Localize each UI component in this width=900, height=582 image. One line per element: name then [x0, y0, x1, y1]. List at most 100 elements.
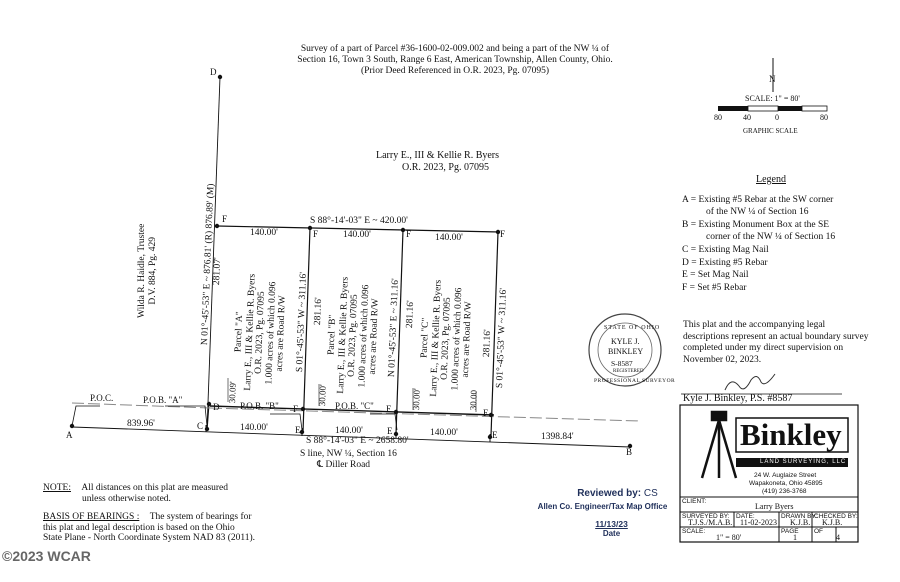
title-line-3: (Prior Deed Referenced in O.R. 2023, Pg.… — [360, 66, 550, 76]
basis-text: The system of bearings for — [149, 512, 252, 522]
basis-text-2: this plat and legal description is based… — [43, 522, 235, 533]
section-line-dashed — [209, 407, 641, 422]
surveyor-signature: Kyle J. Binkley, P.S. #8587 — [683, 393, 793, 404]
north-boundary-line — [216, 225, 501, 233]
date-value: 11-02-2023 — [740, 518, 778, 527]
parcel-b-block: Parcel "B" Larry E., III & Kellie R. Bye… — [325, 276, 382, 395]
scale-label-tb: SCALE: — [682, 528, 706, 535]
scale-caption: GRAPHIC SCALE — [743, 127, 798, 135]
surveyed-value: T.J.S./M.A.B. — [688, 518, 733, 527]
parcel-line-b — [302, 227, 311, 433]
line-b-dist: 281.16' — [313, 297, 325, 326]
scale-tick-0: 0 — [775, 113, 779, 122]
point-f-label: F — [222, 214, 228, 224]
point-f-label-5: F — [293, 404, 299, 414]
company-address-1: 24 W. Auglaize Street — [754, 472, 817, 479]
scale-value-tb: 1" = 80' — [716, 533, 742, 542]
legend-item: B = Existing Monument Box at the SE — [682, 219, 830, 230]
point-d-label-2: D — [213, 402, 220, 412]
legend-item: E = Set Mag Nail — [682, 270, 749, 281]
point-a-marker — [69, 423, 75, 429]
dist-top-a: 140.00' — [250, 228, 278, 238]
company-address-2: Wapakoneta, Ohio 45895 — [749, 480, 823, 487]
dist-bottom-b: 140.00' — [335, 426, 363, 436]
pob-c-label: P.O.B. "C" — [335, 401, 374, 411]
graphic-scale-bar — [718, 105, 828, 112]
note-label: NOTE: — [43, 483, 71, 493]
note-text-2: unless otherwise noted. — [82, 493, 171, 504]
seal-registered: REGISTERED — [613, 369, 644, 374]
title-line-1: Survey of a part of Parcel #36-1600-02-0… — [300, 44, 610, 54]
point-f-label-7: F — [483, 408, 489, 418]
point-f-label-6: F — [386, 404, 392, 414]
owner-ref: O.R. 2023, Pg. 07095 — [402, 162, 489, 173]
review-date: 11/13/23 — [595, 519, 628, 529]
dist-1398: 1398.84' — [541, 432, 574, 442]
checked-value: K.J.B. — [822, 518, 843, 527]
client-label: CLIENT: — [682, 498, 707, 505]
scale-tick-40: 40 — [743, 113, 751, 122]
point-a-label: A — [66, 430, 73, 440]
legend-item: D = Existing #5 Rebar — [682, 257, 768, 268]
review-stamp: Reviewed by: CS Allen Co. Engineer/Tax M… — [515, 488, 690, 538]
dist-839: 839.96' — [127, 419, 155, 429]
notes-block: NOTE: All distances on this plat are mea… — [43, 483, 255, 544]
survey-tripod-icon — [700, 410, 738, 479]
road-right-of-way-line — [209, 405, 495, 416]
page-label: PAGE — [781, 528, 799, 535]
scale-label: SCALE: 1" = 80' — [745, 94, 800, 103]
point-c-marker — [204, 426, 210, 432]
west-boundary-line — [206, 76, 221, 431]
drawn-label: DRAWN BY: — [781, 513, 818, 520]
page-value: 1 — [793, 533, 797, 542]
point-f-label-2: F — [313, 229, 319, 239]
owner-name: Larry E., III & Kellie R. Byers — [376, 150, 500, 161]
company-phone: (419) 236-3768 — [762, 488, 807, 495]
basis-text-3: State Plane - North Coordinate System NA… — [43, 533, 256, 543]
legend-item: C = Existing Mag Nail — [682, 244, 769, 255]
seal-name-1: KYLE J. — [611, 337, 640, 346]
basis-label: BASIS OF BEARINGS : — [43, 512, 140, 522]
title-block-frame — [679, 404, 859, 543]
west-owner-block: Wilda R. Haidle, Trustee D.V. 884, Pg. 4… — [137, 224, 159, 318]
review-office: Allen Co. Engineer/Tax Map Office — [537, 502, 668, 511]
title-line-2: Section 16, Town 3 South, Range 6 East, … — [297, 55, 613, 65]
west-owner-ref: D.V. 884, Pg. 429 — [148, 237, 158, 305]
certification-statement: This plat and the accompanying legal des… — [683, 320, 869, 365]
owner-block: Larry E., III & Kellie R. Byers O.R. 202… — [376, 150, 499, 174]
signature-scribble — [724, 373, 776, 391]
legend-item: A = Existing #5 Rebar at the SW corner — [682, 194, 834, 205]
dist-top-c: 140.00' — [435, 233, 463, 243]
line-c-dist: 281.16' — [405, 300, 417, 329]
client-value: Larry Byers — [755, 502, 794, 511]
review-by: CS — [643, 488, 658, 499]
point-b-label: B — [626, 447, 633, 457]
company-name: Binkley — [740, 417, 842, 452]
company-sub: LAND SURVEYING, LLC — [760, 459, 847, 465]
dist-bottom-c: 140.00' — [430, 428, 458, 438]
surveyed-label: SURVEYED BY: — [682, 513, 730, 520]
parcel-line-c — [395, 229, 404, 435]
legend-item: corner of the NW ¼ of Section 16 — [706, 232, 836, 243]
point-e-label-3: E — [492, 430, 498, 440]
scale-tick-80: 80 — [714, 113, 722, 122]
seal-bottom-text: PROFESSIONAL SURVEYOR — [594, 378, 676, 384]
of-label: OF — [814, 528, 824, 535]
seal-name-2: BINKLEY — [608, 347, 644, 356]
section-line-label: S line, NW ¼, Section 16 — [300, 449, 397, 459]
point-f-label-4: F — [500, 229, 506, 239]
point-f-marker — [214, 223, 220, 229]
parcel-a-block: Parcel "A" Larry E., III & Kellie R. Bye… — [232, 273, 289, 392]
seal-number: S-8587 — [611, 359, 633, 368]
pob-b-label: P.O.B. "B" — [240, 401, 279, 411]
surveyor-seal — [588, 313, 662, 387]
scale-tick-80b: 80 — [820, 113, 828, 122]
date-label: DATE: — [736, 513, 755, 520]
road-centerline — [71, 426, 631, 448]
parcel-c-block: Parcel "C" Larry E., III & Kellie R. Bye… — [418, 279, 475, 398]
dist-top-b: 140.00' — [343, 230, 371, 240]
of-value: 4 — [836, 533, 840, 542]
survey-title: Survey of a part of Parcel #36-1600-02-0… — [250, 44, 660, 77]
road-label: ℄ Diller Road — [317, 460, 371, 470]
